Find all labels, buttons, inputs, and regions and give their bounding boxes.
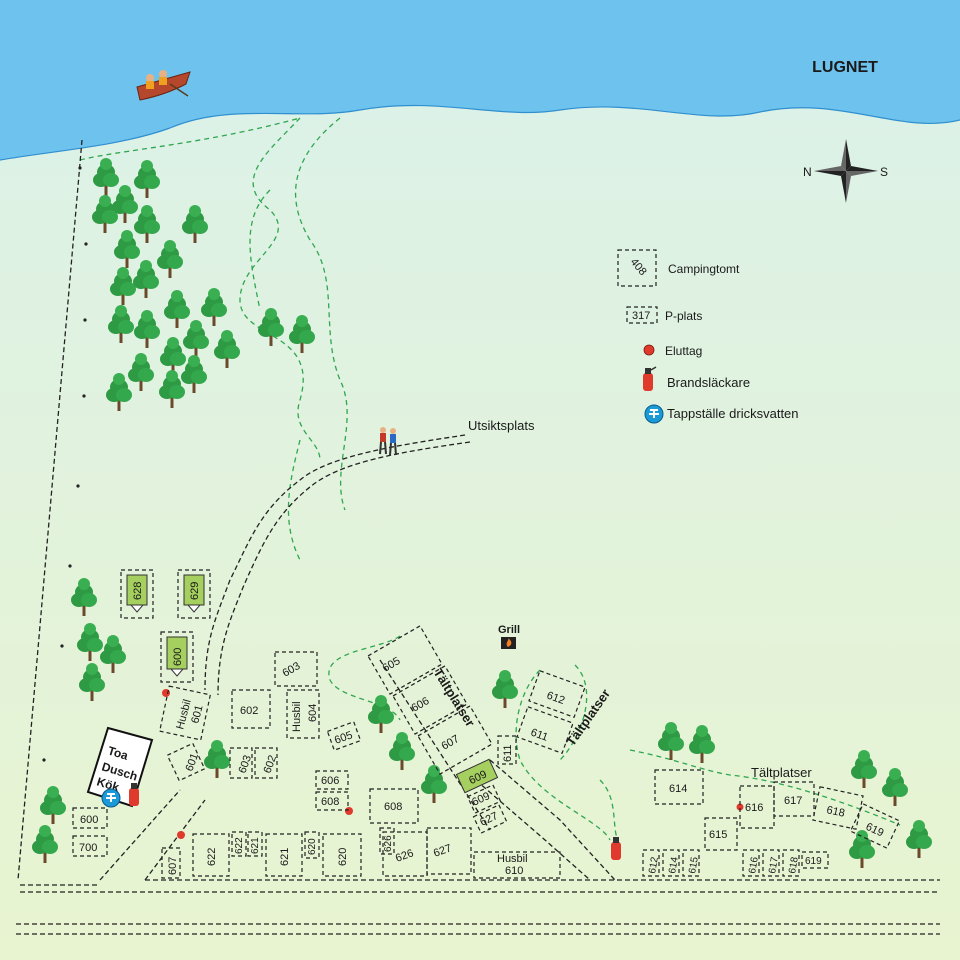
plot-612: 612 — [647, 856, 661, 875]
plot-618: 618 — [825, 804, 845, 820]
plot-608: 608 — [321, 796, 339, 808]
legend-label-eluttag: Eluttag — [665, 344, 702, 358]
plot-617: 617 — [784, 795, 802, 807]
husbil-label: Husbil — [291, 701, 303, 732]
plot-627: 627 — [432, 842, 453, 860]
fire-extinguisher-icon — [643, 366, 657, 391]
tent-area-label: Tältplatser — [751, 765, 812, 780]
grill-icon — [501, 637, 516, 649]
plot-615: 615 — [687, 856, 701, 875]
plot-622: 622 — [234, 837, 245, 854]
compass-s-label: S — [880, 165, 888, 179]
plot-615: 615 — [709, 829, 727, 841]
green-pitch-label: 628 — [132, 582, 144, 600]
rowboat-icon — [136, 70, 191, 101]
plot-616: 616 — [745, 802, 763, 814]
red-dot-icon — [643, 344, 655, 356]
plot-605: 605 — [333, 729, 354, 747]
plot-603: 603 — [237, 754, 255, 775]
plot-614: 614 — [669, 783, 687, 795]
legend-sample-317: 317 — [632, 310, 650, 322]
plot-612: 612 — [545, 690, 566, 708]
plot-608: 608 — [384, 801, 402, 813]
plot-616: 616 — [747, 856, 761, 875]
plot-601: 601 — [189, 704, 205, 725]
red-dot-icon — [177, 831, 185, 839]
compass-rose-icon — [814, 139, 878, 203]
plot-622: 622 — [206, 848, 218, 866]
green-pitch-628: 628 — [120, 569, 154, 619]
building-label-toa: Toa — [106, 743, 130, 762]
plot-620: 620 — [337, 848, 349, 866]
plot-626: 626 — [394, 847, 415, 865]
legend-label-tappstalle: Tappställe dricksvatten — [667, 406, 799, 421]
map-title: LUGNET — [812, 59, 878, 76]
red-dot-icon — [736, 803, 744, 811]
plot-617: 617 — [767, 856, 781, 875]
hikers-icon — [379, 427, 397, 456]
campsite-plots: 600 700 601 601 602 602 603 603 604 605 … — [72, 625, 901, 879]
plot-601: 601 — [184, 752, 202, 773]
fence-posts — [42, 166, 88, 762]
plot-619: 619 — [805, 856, 822, 867]
plot-607: 607 — [167, 857, 179, 875]
red-dot-icon — [345, 807, 353, 815]
plot-611: 611 — [529, 727, 550, 744]
fire-extinguisher-icon — [611, 837, 621, 860]
plot-618: 618 — [787, 856, 801, 875]
compass-n-label: N — [803, 165, 812, 179]
viewpoint-label: Utsiktsplats — [468, 418, 535, 433]
husbil-label: Husbil — [497, 853, 528, 865]
plot-606: 606 — [321, 775, 339, 787]
plot-602: 602 — [262, 754, 280, 775]
green-pitch-label: 600 — [172, 648, 184, 666]
plot-620: 620 — [307, 838, 318, 855]
lake-lugnet — [0, 0, 960, 160]
green-pitch-609: 609 — [455, 758, 499, 794]
plot-610: 610 — [505, 865, 523, 877]
plot-604: 604 — [307, 704, 319, 722]
plot-602: 602 — [240, 705, 258, 717]
shoreline — [0, 104, 960, 161]
plot-700: 700 — [79, 842, 97, 854]
water-tap-icon — [644, 404, 664, 424]
plot-626: 626 — [383, 835, 394, 852]
plot-621: 621 — [279, 848, 291, 866]
roads — [16, 139, 940, 935]
plot-611: 611 — [502, 744, 514, 762]
green-pitch-label: 629 — [189, 582, 201, 600]
legend-label-campingtomt: Campingtomt — [668, 262, 740, 276]
grill-label: Grill — [498, 624, 520, 636]
green-pitch-600: 600 — [160, 631, 194, 683]
legend-label-p-plats: P-plats — [665, 309, 702, 323]
water-tap-icon — [101, 788, 121, 808]
legend-label-brandslackare: Brandsläckare — [667, 375, 750, 390]
green-pitch-629: 629 — [177, 569, 211, 619]
plot-621: 621 — [250, 837, 261, 854]
plot-600: 600 — [80, 814, 98, 826]
service-building: Toa Dusch Kök — [86, 726, 154, 808]
plot-614: 614 — [667, 856, 681, 875]
fire-extinguisher-icon — [129, 783, 139, 806]
